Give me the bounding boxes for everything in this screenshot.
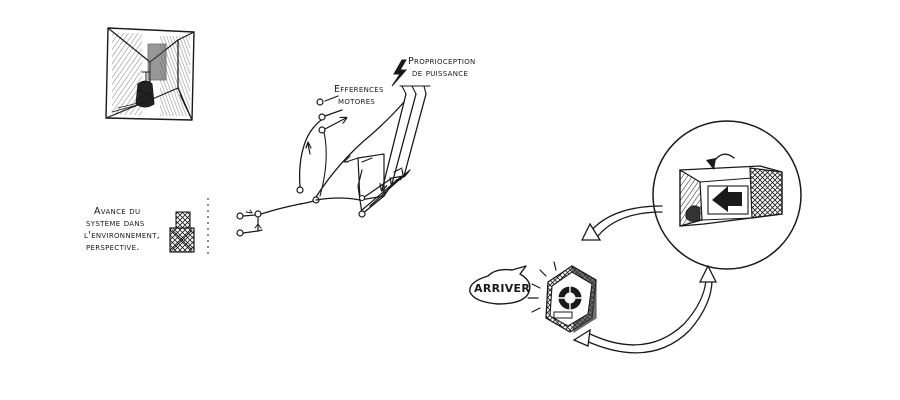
- system-block-icon: [170, 212, 194, 252]
- avance-line-3: l'environnement,: [84, 230, 160, 241]
- avance-line-4: perspective.: [86, 242, 140, 253]
- arriver-text: ARRIVER: [474, 282, 530, 295]
- proprioception-label: Proprioception de puissance: [408, 56, 476, 79]
- room-circle: [653, 121, 801, 269]
- avance-line-2: système dans: [86, 218, 145, 229]
- corridor-perspective-sketch: [106, 28, 194, 120]
- arriver-bubble: ARRIVER: [470, 266, 531, 304]
- proprio-line-2: de puissance: [412, 68, 468, 79]
- avance-label: Avance du système dans l'environnement, …: [84, 206, 160, 253]
- avance-line-1: Avance du: [94, 206, 140, 217]
- efferences-line-2: motores: [338, 96, 375, 107]
- efferences-line-1: Efferences: [334, 84, 384, 95]
- lightning-icon: [392, 60, 406, 86]
- sensorimotor-network: [237, 86, 430, 236]
- device-sketch: [528, 262, 596, 332]
- efferences-label: Efferences motores: [334, 84, 384, 107]
- arrow-to-device: [582, 206, 662, 240]
- proprio-line-1: Proprioception: [408, 56, 476, 67]
